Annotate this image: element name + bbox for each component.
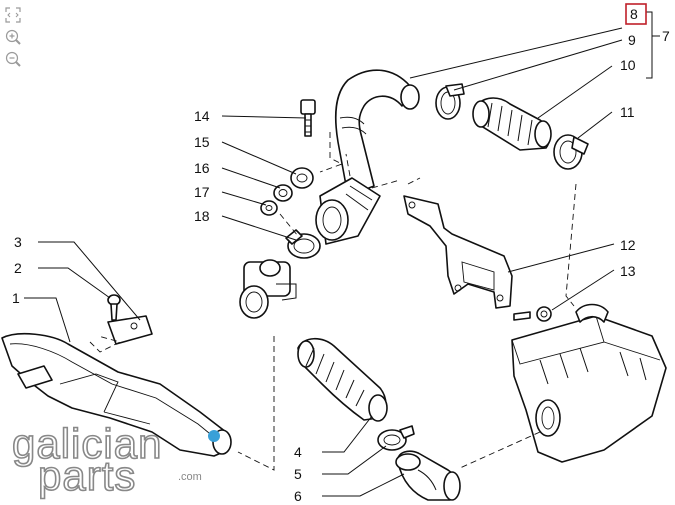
callout-13[interactable]: 13 xyxy=(620,263,636,279)
part-10-corrugated-hose[interactable] xyxy=(472,97,552,151)
callout-16[interactable]: 16 xyxy=(194,160,210,176)
part-4-corrugated-duct[interactable] xyxy=(297,337,388,422)
part-8-intake-hose[interactable] xyxy=(334,69,420,197)
callout-6[interactable]: 6 xyxy=(294,488,302,504)
part-5-hose-clamp[interactable] xyxy=(377,425,415,451)
assembly-lines xyxy=(89,132,577,471)
callout-4[interactable]: 4 xyxy=(294,444,302,460)
leader-lines xyxy=(24,11,660,497)
part-9-hose-clamp[interactable] xyxy=(435,83,465,120)
part-12-bracket[interactable] xyxy=(403,195,513,309)
part-13-bolt[interactable] xyxy=(513,306,552,322)
callout-15[interactable]: 15 xyxy=(194,134,210,150)
watermark-line2: parts xyxy=(38,452,136,499)
callout-12[interactable]: 12 xyxy=(620,237,636,253)
watermark-dot xyxy=(208,430,220,442)
part-11-hose-clamp[interactable] xyxy=(553,134,589,170)
zoom-in-icon[interactable] xyxy=(4,28,22,46)
callout-7[interactable]: 7 xyxy=(662,28,670,44)
callouts: 8 9 7 10 11 12 13 14 15 16 17 18 3 2 1 4… xyxy=(12,3,670,504)
air-filter-housing xyxy=(511,303,667,463)
part-17-washer[interactable] xyxy=(260,200,278,216)
callout-14[interactable]: 14 xyxy=(194,108,210,124)
callout-2[interactable]: 2 xyxy=(14,260,22,276)
throttle-body xyxy=(239,259,297,319)
callout-8[interactable]: 8 xyxy=(630,6,638,22)
selected-callout-box xyxy=(625,3,647,25)
zoom-out-icon[interactable] xyxy=(4,50,22,68)
fit-screen-icon[interactable] xyxy=(4,6,22,24)
watermark-line1: galician xyxy=(12,420,162,467)
part-14-sensor[interactable] xyxy=(300,99,316,137)
callout-5[interactable]: 5 xyxy=(294,466,302,482)
callout-10[interactable]: 10 xyxy=(620,57,636,73)
watermark-logo: galician parts .com xyxy=(11,419,220,500)
callout-18[interactable]: 18 xyxy=(194,208,210,224)
callout-9[interactable]: 9 xyxy=(628,32,636,48)
part-2-screw[interactable] xyxy=(107,294,121,321)
callout-11[interactable]: 11 xyxy=(620,104,635,120)
callout-1[interactable]: 1 xyxy=(12,290,20,306)
part-3-bracket-plate[interactable] xyxy=(107,315,153,345)
watermark-suffix: .com xyxy=(178,471,202,483)
part-6-rubber-elbow[interactable] xyxy=(395,450,461,501)
callout-3[interactable]: 3 xyxy=(14,234,22,250)
air-flow-meter xyxy=(315,177,381,245)
part-18-hose-clamp[interactable] xyxy=(285,229,321,259)
callout-17[interactable]: 17 xyxy=(194,184,210,200)
part-16-nut[interactable] xyxy=(273,184,293,202)
part-15-grommet[interactable] xyxy=(290,167,314,189)
